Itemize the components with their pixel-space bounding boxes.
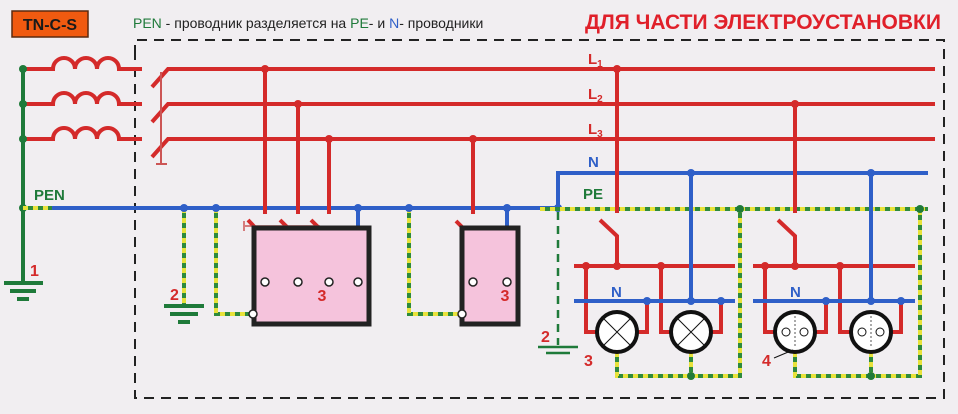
system-badge: [11, 10, 89, 38]
label-1: 1: [30, 263, 39, 280]
subtitle-pen: PEN: [133, 15, 162, 31]
label-4-socket: 4: [762, 353, 771, 370]
system-badge-label: TN-C-S: [23, 17, 78, 34]
subtitle-end: - проводники: [399, 15, 483, 31]
label-2-left: 2: [170, 287, 179, 304]
installation-boundary: [134, 39, 945, 399]
subtitle-and: - и: [369, 15, 389, 31]
ground-symbol-right: [538, 345, 578, 355]
page-title: ДЛЯ ЧАСТИ ЭЛЕКТРОУСТАНОВКИ: [585, 11, 941, 34]
label-l3: L3: [588, 121, 603, 140]
label-pe: PE: [583, 186, 603, 203]
main-breaker: [150, 67, 935, 165]
n-conductor: [556, 171, 928, 208]
label-n-group2: N: [790, 284, 801, 301]
lamp-1: [595, 310, 639, 354]
label-l2: L2: [588, 86, 603, 105]
subtitle-pe: PE: [350, 15, 369, 31]
load-3phase: [251, 225, 372, 327]
ground-symbol-repeat: [164, 304, 204, 324]
subtitle-mid: - проводник разделяется на: [162, 15, 350, 31]
socket-2: [849, 310, 893, 354]
socket-1: [773, 310, 817, 354]
subtitle: PEN - проводник разделяется на PE- и N- …: [133, 15, 483, 31]
label-3-load: 3: [318, 288, 327, 305]
label-n: N: [588, 154, 599, 171]
label-pen: PEN: [34, 187, 65, 204]
subtitle-n: N: [389, 15, 399, 31]
load-1phase: [459, 225, 521, 327]
label-3-lamps: 3: [584, 353, 593, 370]
label-2-right: 2: [541, 329, 550, 346]
label-n-group1: N: [611, 284, 622, 301]
ground-symbol-source: [4, 281, 43, 301]
label-l1: L1: [588, 51, 603, 70]
lamp-2: [669, 310, 713, 354]
label-3-load-small: 3: [501, 288, 510, 305]
transformer-source: [19, 56, 142, 284]
